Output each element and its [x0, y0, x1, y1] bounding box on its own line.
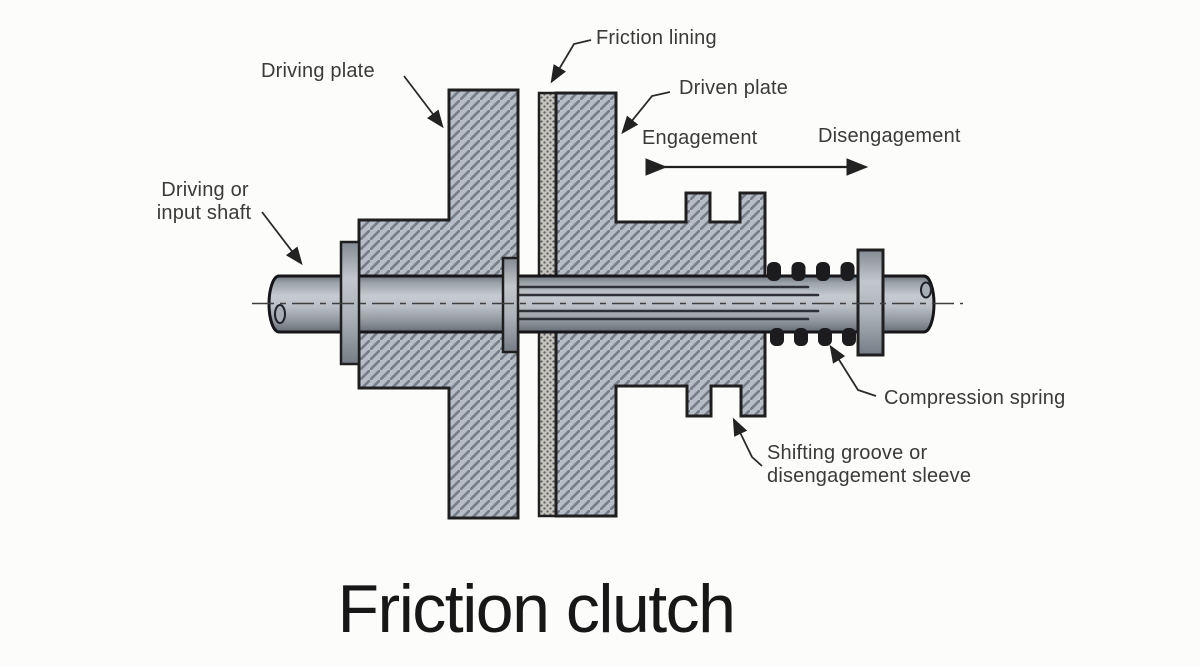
engagement-label: Engagement [642, 127, 758, 149]
spring-coil [770, 328, 784, 346]
disengagement-label: Disengagement [818, 125, 961, 147]
spring-coil [767, 262, 781, 281]
driven-plate-label: Driven plate [679, 77, 788, 99]
shifting-groove-leader [732, 417, 763, 467]
right-collar-shape [856, 248, 885, 357]
compression-spring-label: Compression spring [884, 387, 1065, 409]
spring-coil [842, 328, 856, 346]
compression-spring-leader [829, 344, 877, 397]
input-shaft-label-line1: Driving or [161, 179, 249, 201]
shaft-rib-shape [501, 256, 520, 354]
driving-plate-label: Driving plate [261, 60, 375, 82]
input-shaft-label-line2: input shaft [157, 202, 252, 224]
friction-lining-label: Friction lining [596, 27, 717, 49]
figure-title: Friction clutch [338, 571, 735, 647]
shifting-groove-label-line2: disengagement sleeve [767, 465, 971, 487]
spring-coil [816, 262, 830, 281]
friction-lining-leader [550, 39, 592, 84]
spring-coil [818, 328, 832, 346]
compression-spring-coils [767, 262, 856, 346]
shifting-groove-label-line1: Shifting groove or [767, 442, 927, 464]
input-shaft-leader [261, 211, 303, 266]
spring-coil [794, 328, 808, 346]
driving-plate-leader [403, 75, 444, 129]
driven-plate-leader [621, 91, 671, 135]
spring-coil [791, 262, 806, 281]
shaft-left-end-detail [274, 304, 286, 324]
shaft-right-end-detail [920, 281, 932, 299]
spline-grooves [517, 285, 820, 321]
spring-coil [840, 262, 855, 281]
